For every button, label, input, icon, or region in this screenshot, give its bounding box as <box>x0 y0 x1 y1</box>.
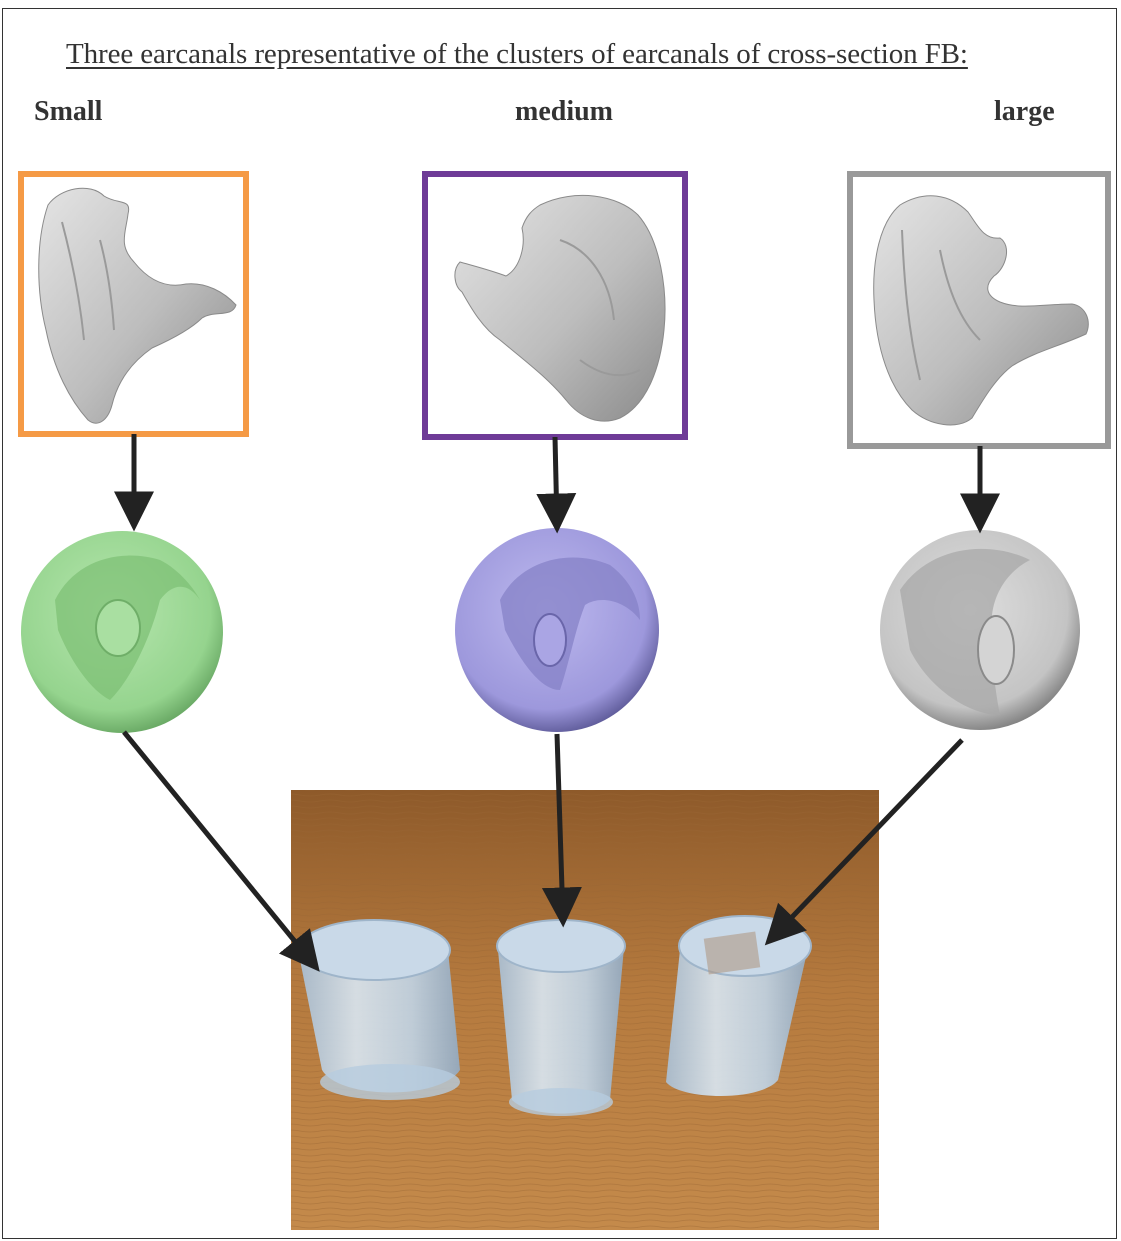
mold-medium <box>455 528 659 732</box>
mold-small <box>21 531 223 733</box>
cylinder-medium <box>497 920 625 1116</box>
photo-cast-samples <box>291 790 879 1230</box>
arrow-medium-to-mold <box>555 437 557 526</box>
mold-large <box>880 530 1080 730</box>
arrow-mold-small-to-cylinder <box>124 732 315 966</box>
